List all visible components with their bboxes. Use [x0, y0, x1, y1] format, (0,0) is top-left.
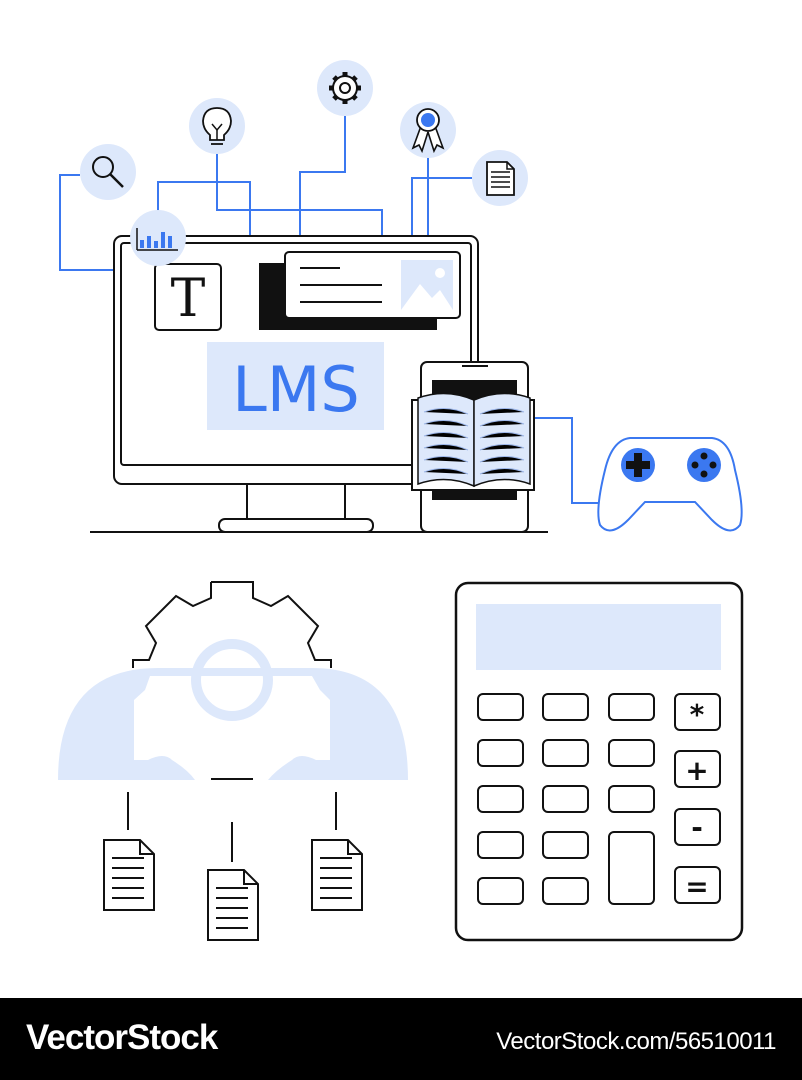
file-icon	[311, 839, 363, 911]
minus-key-label: -	[691, 811, 703, 844]
lms-text: LMS	[232, 353, 359, 426]
chart-icon	[130, 210, 186, 266]
calculator-icon: * + - =	[454, 581, 744, 942]
gamepad-icon	[597, 437, 743, 532]
text-block: T	[154, 263, 222, 331]
cog-icon	[132, 581, 332, 780]
text-glyph: T	[171, 269, 206, 329]
plus-key-label: +	[685, 754, 708, 787]
watermark-footer: VectorStock VectorStock.com/56510011	[0, 998, 802, 1080]
lightbulb-icon	[189, 98, 245, 154]
equals-key-label: =	[685, 870, 708, 903]
award-ribbon-icon	[400, 102, 456, 158]
multiply-key-label: *	[690, 698, 705, 731]
gear-icon	[317, 60, 373, 116]
connector-lines	[59, 116, 600, 504]
file-icon	[207, 869, 259, 941]
file-connectors	[127, 792, 337, 862]
lms-label: LMS	[207, 342, 384, 430]
file-icon	[103, 839, 155, 911]
content-card	[259, 251, 461, 330]
illustration: T LMS	[58, 60, 744, 942]
image-icon	[401, 260, 453, 310]
search-icon	[80, 144, 136, 200]
stock-id: VectorStock.com/56510011	[496, 1028, 776, 1055]
book-icon	[411, 392, 535, 491]
brand-name: VectorStock	[26, 1018, 218, 1057]
document-icon	[472, 150, 528, 206]
